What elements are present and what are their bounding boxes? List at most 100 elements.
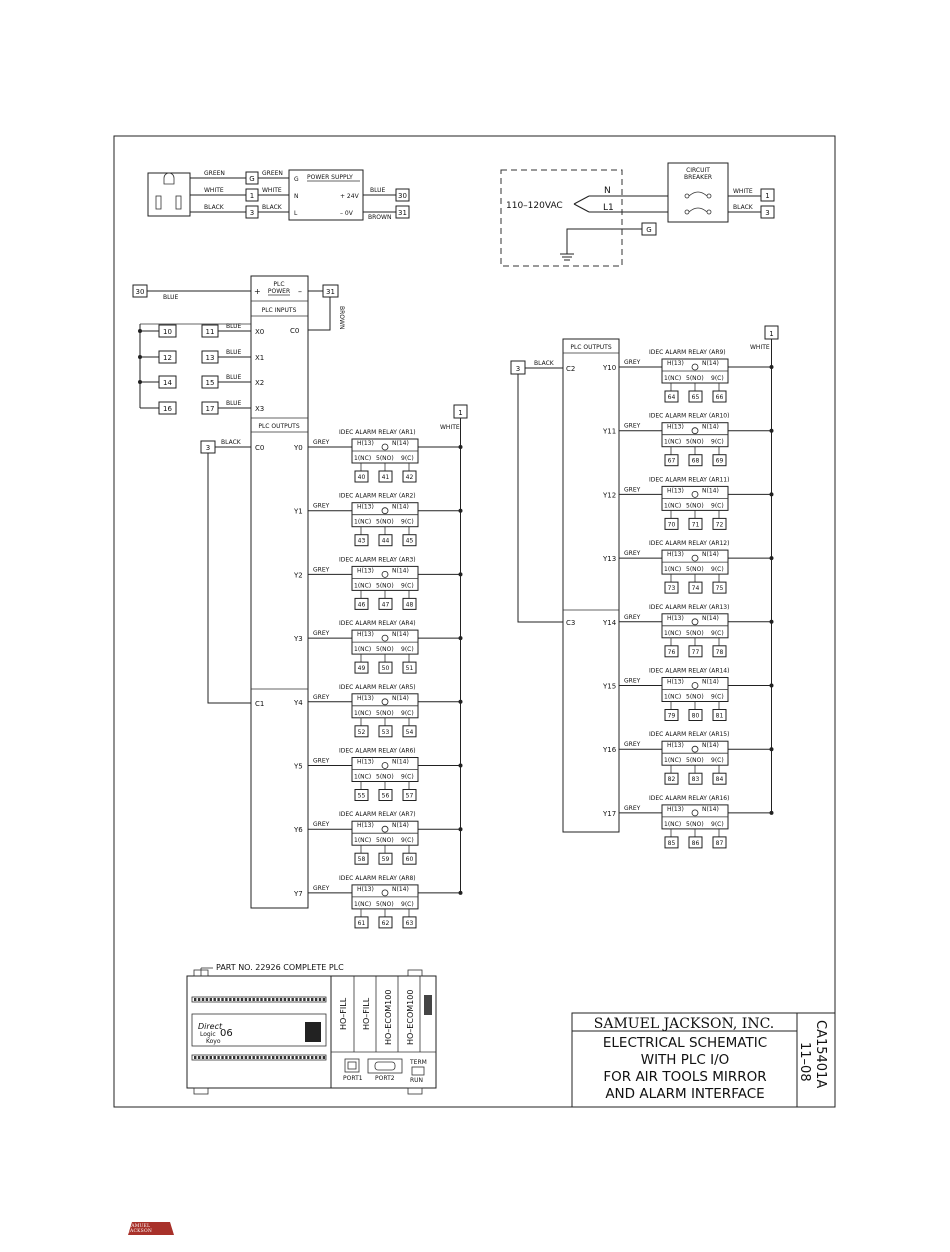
plc-pin [303, 998, 306, 1001]
relay-title: IDEC ALARM RELAY (AR15) [649, 731, 729, 738]
terminal-number: 83 [692, 776, 700, 783]
terminal-box [132, 284, 148, 298]
plc-pin [279, 998, 283, 1001]
wire-label: GREY [624, 550, 641, 557]
relay-pin: H(13) [357, 567, 374, 574]
plc-pin [275, 998, 279, 1001]
plc-pin [197, 998, 201, 1001]
terminal-box [395, 205, 410, 219]
relay-pin: 1(NC) [664, 502, 681, 509]
relay-pin: N(14) [392, 504, 409, 511]
relay-coil [691, 427, 699, 435]
junction-dot [769, 810, 774, 815]
terminal-box [688, 709, 703, 721]
relay-coil [381, 634, 389, 642]
plc-pin [256, 998, 259, 1001]
terminal-number: 13 [206, 354, 215, 362]
relay-pin: 1(NC) [354, 774, 371, 781]
relay-pin: 1(NC) [664, 757, 681, 764]
relay-pin: N(14) [392, 759, 409, 766]
plc-pin [209, 998, 212, 1001]
terminal-box [664, 836, 679, 849]
input-pin: X0 [255, 328, 264, 336]
plc-chassis [186, 975, 437, 1089]
terminal-number: 59 [382, 856, 390, 863]
relay-pin: N(14) [392, 695, 409, 702]
output-pin: Y4 [293, 699, 303, 707]
terminal-box [402, 470, 417, 483]
plc-outputs-title: PLC OUTPUTS [258, 423, 300, 430]
terminal-number: 52 [358, 729, 366, 736]
terminal-number: 85 [668, 840, 676, 847]
terminal-box [354, 916, 369, 929]
junction-dot [769, 747, 774, 752]
terminal-number: 3 [206, 444, 210, 452]
relay-pin: 1(NC) [664, 439, 681, 446]
relay-pin: 5(NO) [376, 519, 394, 526]
output-pin: Y7 [293, 890, 303, 898]
terminal-number: 65 [692, 394, 700, 401]
terminal-box [158, 401, 177, 415]
output-pin: Y5 [293, 763, 303, 771]
terminal-box [664, 772, 679, 785]
plc-pin [194, 1056, 197, 1059]
terminal-number: 14 [163, 379, 172, 387]
plc-pin [287, 998, 290, 1001]
output-pin: Y14 [602, 619, 617, 627]
relay-pin: 1(NC) [354, 901, 371, 908]
relay-pin: 9(C) [711, 757, 724, 764]
brand-direct: Direct [198, 1022, 223, 1031]
plc-pin [201, 1056, 205, 1059]
relay-title: IDEC ALARM RELAY (AR16) [649, 795, 729, 802]
wire-label: BLACK [534, 360, 555, 367]
terminal-number: 3 [250, 209, 254, 217]
plc-pin [299, 998, 302, 1001]
plc-pin [197, 1056, 201, 1059]
samuel-jackson-logo: SAMUEL JACKSON [128, 1222, 174, 1235]
wire-label: BLACK [221, 439, 242, 446]
relay-pin: H(13) [357, 886, 374, 893]
wire-label: BLUE [370, 187, 386, 194]
wire-label: GREY [624, 423, 641, 430]
junction-dot [458, 636, 463, 641]
plc-pin [264, 1056, 267, 1059]
terminal-number: 80 [692, 713, 700, 720]
terminal-number: 42 [406, 474, 414, 481]
relay-pin: H(13) [667, 679, 684, 686]
relay-pin: N(14) [702, 360, 719, 367]
terminal-box [354, 725, 369, 738]
plc-power-plus: + [254, 287, 261, 296]
output-pin: Y6 [293, 826, 303, 834]
terminal-number: 50 [382, 665, 390, 672]
wire-label: GREY [313, 694, 330, 701]
terminal-number: 31 [398, 209, 407, 217]
terminal-number: 12 [163, 354, 172, 362]
ps-output: – 0V [340, 210, 354, 217]
relay-pin: 1(NC) [664, 821, 681, 828]
plc-pin [268, 1056, 271, 1059]
plc-pin [221, 998, 224, 1001]
relay-pin: 9(C) [711, 566, 724, 573]
terminal-number: G [646, 226, 651, 234]
plc-picture: PART NO. 22926 COMPLETE PLC Direct Logic… [186, 963, 437, 1095]
terminal-box [158, 324, 177, 338]
terminal-number: 77 [692, 649, 700, 656]
plc-pin [299, 1056, 302, 1059]
relay-pin: H(13) [667, 615, 684, 622]
terminal-number: 70 [668, 521, 676, 528]
relay-pin: N(14) [392, 886, 409, 893]
terminal-box [688, 390, 703, 403]
terminal-box [712, 517, 727, 530]
title-line: AND ALARM INTERFACE [605, 1086, 764, 1102]
plc-pin [221, 1056, 224, 1059]
relay-pin: N(14) [702, 679, 719, 686]
drawing-border [113, 135, 836, 1108]
wire-label: BLACK [733, 204, 754, 211]
plc-common: C1 [255, 700, 264, 708]
plc-pin [209, 1056, 212, 1059]
run-label: RUN [410, 1077, 423, 1084]
relay-pin: 1(NC) [664, 630, 681, 637]
plc-power-minus: – [298, 287, 302, 296]
brand-number: 06 [220, 1028, 233, 1039]
